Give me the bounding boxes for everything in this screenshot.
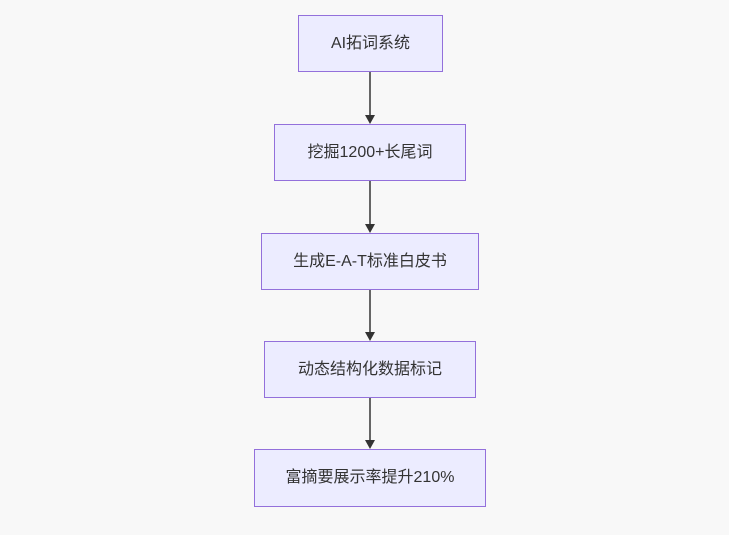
flowchart-node-structured-data-markup: 动态结构化数据标记 (264, 341, 476, 398)
flowchart-node-rich-snippet-uplift: 富摘要展示率提升210% (254, 449, 486, 507)
flowchart-arrow-b-c (364, 181, 376, 233)
arrow-head (365, 224, 375, 233)
flowchart-arrow-a-b (364, 72, 376, 124)
node-label: 挖掘1200+长尾词 (307, 143, 433, 161)
arrow-head (365, 440, 375, 449)
arrow-line (369, 181, 371, 224)
flowchart-node-eat-whitepaper: 生成E-A-T标准白皮书 (261, 233, 479, 290)
flowchart-node-longtail-mining: 挖掘1200+长尾词 (274, 124, 466, 181)
flowchart-arrow-c-d (364, 290, 376, 341)
node-label: 富摘要展示率提升210% (285, 469, 455, 486)
arrow-head (365, 115, 375, 124)
arrow-line (369, 290, 371, 332)
arrow-line (369, 398, 371, 440)
flowchart-arrow-d-e (364, 398, 376, 449)
flowchart-node-ai-expansion-system: AI拓词系统 (298, 15, 443, 72)
node-label: AI拓词系统 (330, 34, 411, 52)
node-label: 生成E-A-T标准白皮书 (293, 252, 447, 270)
arrow-head (365, 332, 375, 341)
arrow-line (369, 72, 371, 115)
node-label: 动态结构化数据标记 (297, 360, 442, 378)
